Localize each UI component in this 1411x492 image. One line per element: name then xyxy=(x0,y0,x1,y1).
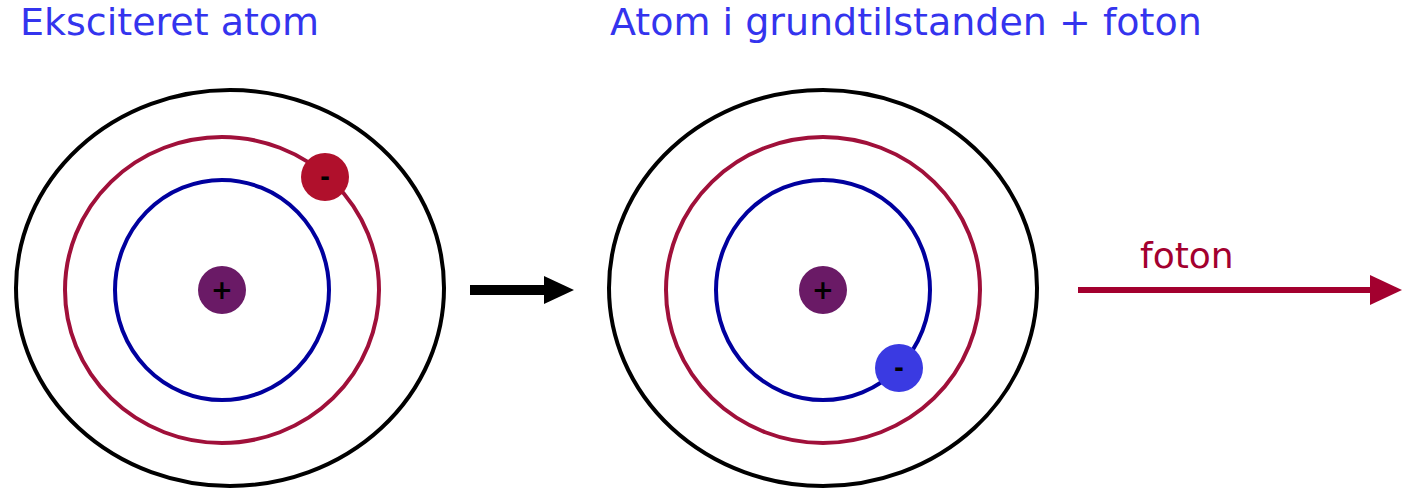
atom-shell: Atom i grundtilstanden + foton+- xyxy=(607,88,1039,488)
nucleus-shape xyxy=(799,266,847,314)
ground-orbit xyxy=(716,180,930,400)
atom-heading: Atom i grundtilstanden + foton xyxy=(610,2,1202,44)
excited-orbit xyxy=(65,137,379,443)
electron: - xyxy=(301,153,349,201)
charge-sign: - xyxy=(894,356,904,380)
transition-arrow xyxy=(470,285,544,295)
ground-orbit xyxy=(115,180,329,400)
atom-shell: Eksciteret atom+- xyxy=(14,88,446,488)
electron-shape xyxy=(875,344,923,392)
electron-shape xyxy=(301,153,349,201)
excited-orbit xyxy=(666,137,980,443)
photon-arrowhead xyxy=(1370,275,1402,305)
nucleus: + xyxy=(799,266,847,314)
charge-sign: - xyxy=(320,165,330,189)
atom-shell-shape xyxy=(16,90,444,486)
nucleus-shape xyxy=(198,266,246,314)
photon-label: foton xyxy=(1140,236,1234,276)
atom-shell-shape xyxy=(609,90,1037,486)
atom-heading: Eksciteret atom xyxy=(20,2,319,44)
nucleus: + xyxy=(198,266,246,314)
charge-sign: + xyxy=(211,277,233,303)
charge-sign: + xyxy=(812,277,834,303)
electron: - xyxy=(875,344,923,392)
photon-arrow xyxy=(1078,287,1374,293)
